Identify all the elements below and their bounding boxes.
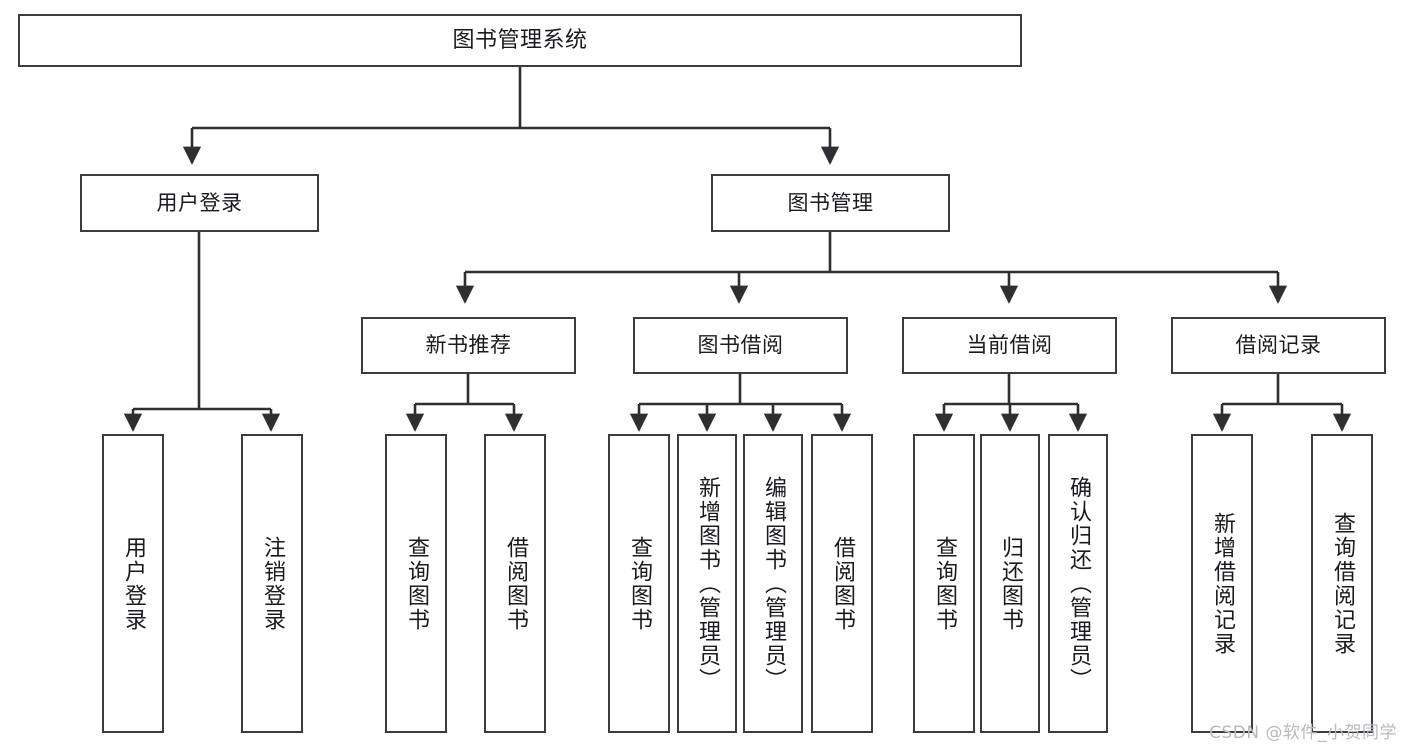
node-leaf-edit-book[interactable]: 编辑图书（管理员）: [743, 434, 803, 733]
node-current-borrow[interactable]: 当前借阅: [902, 317, 1117, 374]
node-leaf-add-record[interactable]: 新增借阅记录: [1191, 434, 1253, 733]
node-leaf-add-book-label: 新增图书（管理员）: [694, 475, 720, 692]
node-leaf-confirm-return[interactable]: 确认归还（管理员）: [1048, 434, 1108, 733]
node-root[interactable]: 图书管理系统: [18, 14, 1022, 67]
node-book-borrow[interactable]: 图书借阅: [633, 317, 848, 374]
node-leaf-return-book-label: 归还图书: [997, 535, 1023, 632]
node-leaf-query-book-2[interactable]: 查询图书: [608, 434, 670, 733]
node-book-manage-label: 图书管理: [787, 190, 874, 215]
node-leaf-query-book-1[interactable]: 查询图书: [385, 434, 447, 733]
node-leaf-query-book-3-label: 查询图书: [931, 535, 957, 632]
node-leaf-return-book[interactable]: 归还图书: [980, 434, 1040, 733]
node-leaf-query-book-3[interactable]: 查询图书: [913, 434, 975, 733]
node-borrow-record-label: 借阅记录: [1235, 333, 1322, 358]
node-new-book-recommend[interactable]: 新书推荐: [361, 317, 576, 374]
node-leaf-add-record-label: 新增借阅记录: [1209, 511, 1235, 656]
node-borrow-record[interactable]: 借阅记录: [1171, 317, 1386, 374]
watermark-text: CSDN @软件_小贺同学: [1209, 723, 1397, 743]
node-user-login-label: 用户登录: [156, 190, 243, 215]
node-leaf-logout-label: 注销登录: [259, 535, 285, 632]
node-leaf-borrow-book-1[interactable]: 借阅图书: [484, 434, 546, 733]
node-leaf-borrow-book-2-label: 借阅图书: [829, 535, 855, 632]
node-leaf-confirm-return-label: 确认归还（管理员）: [1065, 475, 1091, 692]
node-leaf-borrow-book-2[interactable]: 借阅图书: [811, 434, 873, 733]
node-root-label: 图书管理系统: [452, 27, 588, 53]
node-leaf-borrow-book-1-label: 借阅图书: [502, 535, 528, 632]
node-leaf-add-book[interactable]: 新增图书（管理员）: [677, 434, 737, 733]
node-leaf-query-record[interactable]: 查询借阅记录: [1311, 434, 1373, 733]
node-new-book-recommend-label: 新书推荐: [425, 333, 512, 358]
node-book-manage[interactable]: 图书管理: [711, 174, 950, 232]
node-leaf-query-record-label: 查询借阅记录: [1329, 511, 1355, 656]
node-leaf-edit-book-label: 编辑图书（管理员）: [760, 475, 786, 692]
node-leaf-user-login-label: 用户登录: [120, 535, 146, 632]
node-leaf-logout[interactable]: 注销登录: [241, 434, 303, 733]
node-leaf-user-login[interactable]: 用户登录: [102, 434, 164, 733]
node-user-login[interactable]: 用户登录: [80, 174, 319, 232]
node-current-borrow-label: 当前借阅: [966, 333, 1053, 358]
node-leaf-query-book-1-label: 查询图书: [403, 535, 429, 632]
node-leaf-query-book-2-label: 查询图书: [626, 535, 652, 632]
node-book-borrow-label: 图书借阅: [697, 333, 784, 358]
